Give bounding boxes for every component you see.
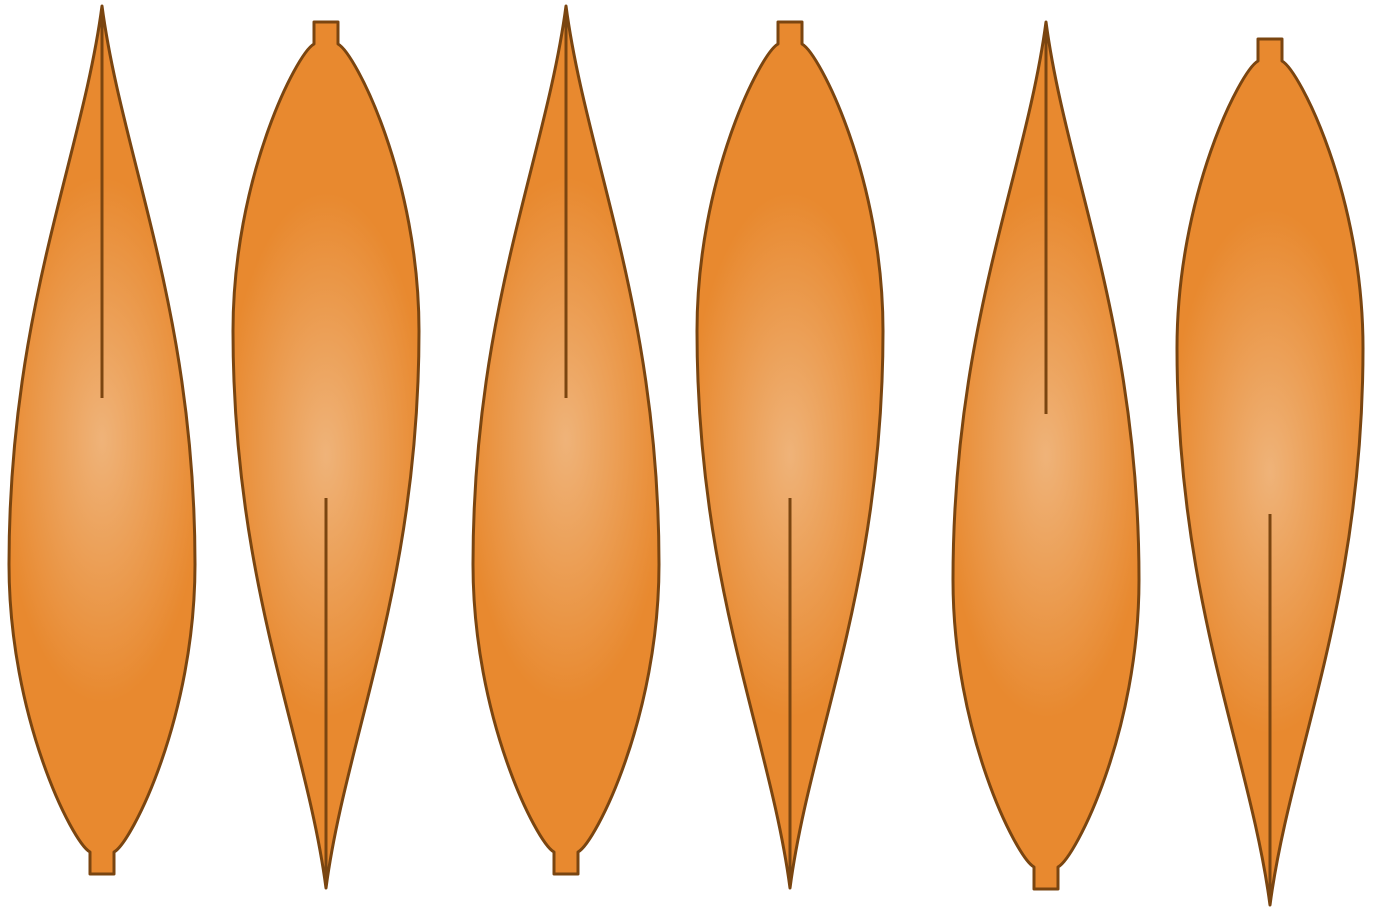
spindle-shape-2 — [233, 22, 419, 888]
shapes-layer — [9, 6, 1363, 905]
spindle-shape-5 — [953, 22, 1139, 889]
spindle-shape-3 — [473, 6, 659, 874]
spindle-shape-4 — [697, 22, 883, 888]
spindle-shape-1 — [9, 6, 195, 874]
spindle-shape-6 — [1177, 39, 1363, 905]
